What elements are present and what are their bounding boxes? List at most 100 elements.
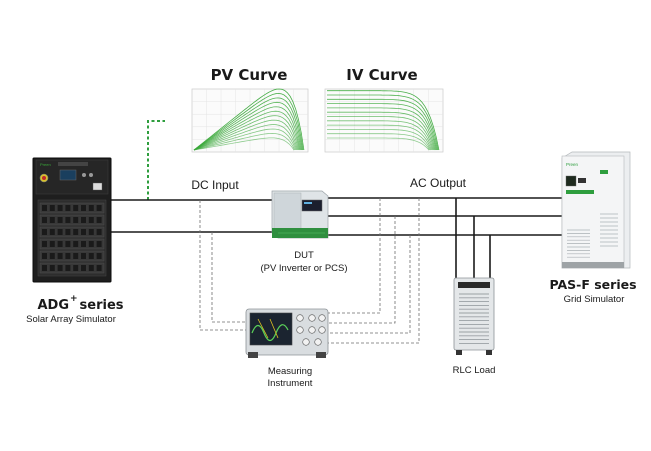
slot-module xyxy=(96,217,102,223)
iv-curve xyxy=(327,107,436,151)
slot-module xyxy=(81,229,86,235)
rack-slot xyxy=(39,262,105,274)
knob-icon xyxy=(308,314,316,322)
slot-module xyxy=(42,229,47,235)
meas-line-dc-1 xyxy=(199,200,246,331)
iv-curve xyxy=(327,129,432,151)
pasf-name: PAS-F series xyxy=(549,277,636,292)
scope-knobs xyxy=(296,314,326,346)
knob-icon xyxy=(318,326,326,334)
iv-curve xyxy=(327,94,439,151)
pv-curve xyxy=(193,124,298,151)
slot-module xyxy=(42,265,47,271)
adg-subtitle: Solar Array Simulator xyxy=(26,314,116,325)
slot-module xyxy=(49,229,55,235)
slot-module xyxy=(65,217,71,223)
pv-curve xyxy=(193,119,298,151)
pv-curve xyxy=(193,110,300,151)
slot-module xyxy=(65,265,71,271)
iv-curve-grid xyxy=(325,89,443,152)
pasf-grid-simulator: Preen xyxy=(561,151,631,269)
iv-curve xyxy=(327,103,437,151)
adg-display xyxy=(59,169,77,181)
pv-curve xyxy=(193,115,299,151)
rack-slot xyxy=(39,226,105,238)
adg-solar-array-simulator: Preen xyxy=(32,157,112,283)
iv-curve-title: IV Curve xyxy=(346,66,417,84)
power-wires xyxy=(111,197,562,281)
pv-curve xyxy=(193,132,296,151)
pv-curve-title: PV Curve xyxy=(211,66,288,84)
iv-curve xyxy=(327,137,430,151)
rlc-load xyxy=(453,277,495,355)
scope-trace-2 xyxy=(257,318,279,339)
slot-module xyxy=(73,217,79,223)
knob-icon xyxy=(318,314,326,322)
dut-subtitle: (PV Inverter or PCS) xyxy=(260,263,347,274)
slot-module xyxy=(96,241,102,247)
slot-module xyxy=(88,205,94,211)
measuring-instrument xyxy=(245,308,329,358)
adg-superscript: + xyxy=(70,294,78,304)
slot-module xyxy=(49,241,55,247)
pv-curve-lines xyxy=(193,88,305,151)
iv-curve xyxy=(327,111,435,151)
knob-icon xyxy=(302,338,310,346)
knob-icon xyxy=(296,314,304,322)
pv-curve xyxy=(193,106,301,151)
slot-module xyxy=(88,229,94,235)
slot-module xyxy=(73,241,79,247)
slot-module xyxy=(73,205,79,211)
slot-module xyxy=(49,217,55,223)
slot-module xyxy=(57,229,63,235)
knob-icon xyxy=(308,326,316,334)
svg-text:Preen: Preen xyxy=(40,162,51,167)
slot-module xyxy=(65,205,71,211)
slot-module xyxy=(42,241,47,247)
slot-module xyxy=(42,253,47,259)
pv-curve xyxy=(193,101,302,151)
slot-module xyxy=(73,265,79,271)
slot-module xyxy=(88,265,94,271)
slot-module xyxy=(57,205,63,211)
slot-module xyxy=(49,253,55,259)
adg-slots xyxy=(39,202,105,274)
dc-input-label: DC Input xyxy=(191,178,239,192)
slot-module xyxy=(49,205,55,211)
slot-module xyxy=(96,265,102,271)
iv-curve xyxy=(327,120,433,151)
slot-module xyxy=(65,253,71,259)
pasf-display xyxy=(565,175,577,187)
iv-curve-panel xyxy=(324,88,444,153)
curve-link-dotted xyxy=(147,120,165,200)
meas-line-ac-1 xyxy=(328,198,381,314)
pasf-subtitle: Grid Simulator xyxy=(564,294,625,305)
meas-line-ac-3 xyxy=(328,235,411,334)
slot-module xyxy=(81,253,86,259)
iv-curve xyxy=(327,98,438,151)
rack-slot xyxy=(39,250,105,262)
slot-module xyxy=(96,253,102,259)
rack-slot xyxy=(39,214,105,226)
pv-curve xyxy=(193,137,295,151)
pv-curve xyxy=(193,92,304,151)
slot-module xyxy=(57,241,63,247)
slot-module xyxy=(81,217,86,223)
pv-curve xyxy=(193,88,305,151)
slot-module xyxy=(65,229,71,235)
slot-module xyxy=(42,205,47,211)
slot-module xyxy=(65,241,71,247)
rack-slot xyxy=(39,238,105,250)
meter-line2: Instrument xyxy=(268,378,313,389)
measurement-lines xyxy=(199,198,420,344)
slot-module xyxy=(88,253,94,259)
scope-waveform xyxy=(251,324,289,342)
slot-module xyxy=(73,229,79,235)
slot-module xyxy=(96,229,102,235)
knob-icon xyxy=(296,326,304,334)
svg-text:Preen: Preen xyxy=(566,162,579,167)
meter-line1: Measuring xyxy=(268,366,312,377)
pv-curve-panel xyxy=(191,88,309,153)
pasf-vents xyxy=(567,213,618,258)
